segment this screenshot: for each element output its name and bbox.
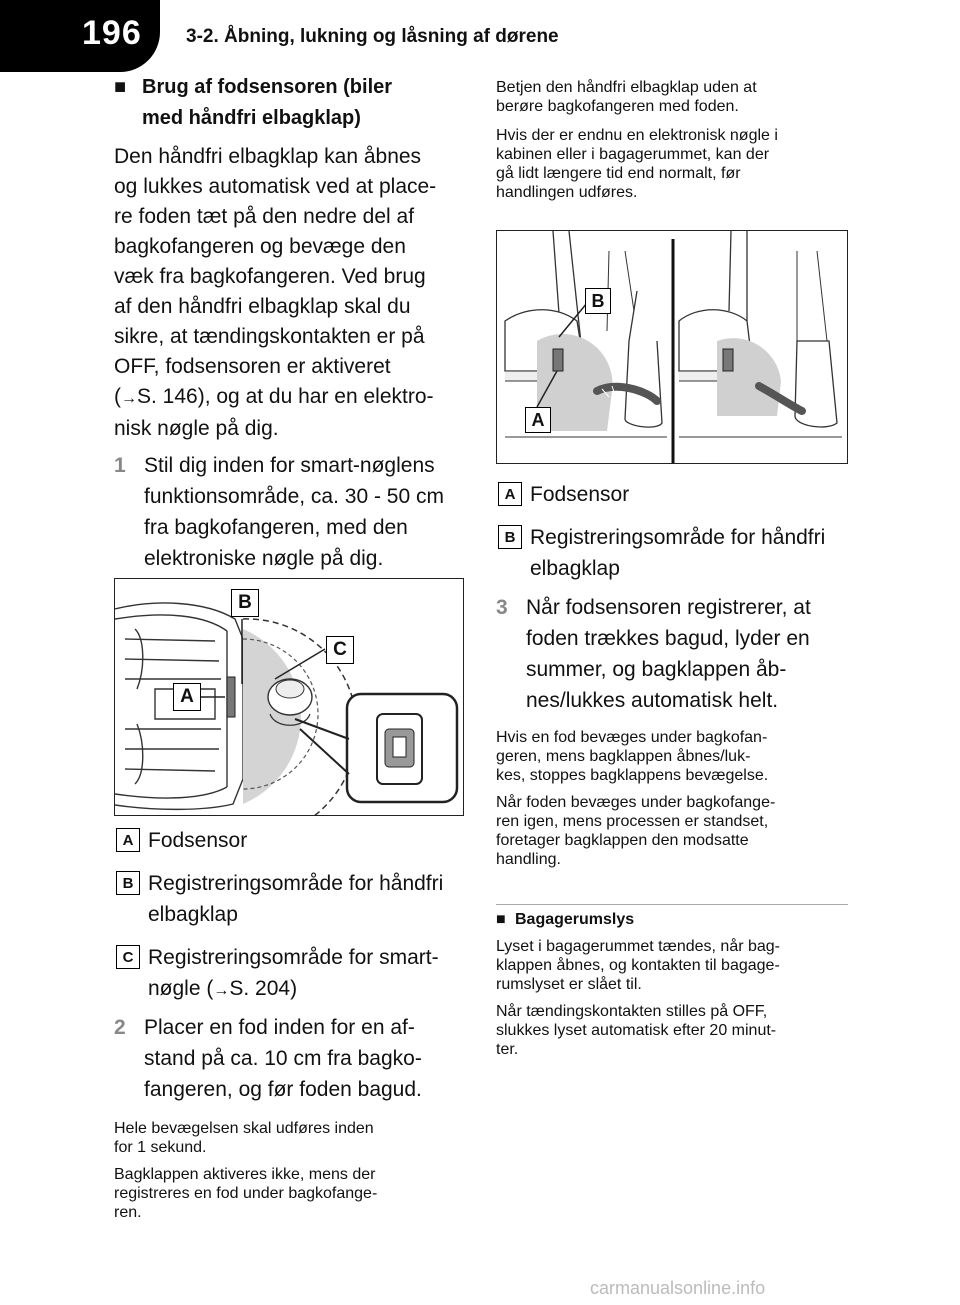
legend-c: C Registreringsområde for smart- nøgle (… — [116, 942, 466, 1006]
note-extra-key: Hvis der er endnu en elektronisk nøgle i… — [496, 127, 778, 201]
legend-a: A Fodsensor — [498, 479, 848, 510]
section-divider — [496, 904, 848, 905]
note-no-touch: Betjen den håndfri elbagklap uden at ber… — [496, 79, 757, 115]
figure-label-b: B — [585, 288, 611, 314]
figure-label-a: A — [173, 683, 201, 711]
note-reverse: Når foden bevæges under bagkofange- ren … — [496, 794, 776, 868]
step-2: 2 Placer en fod inden for en af- stand p… — [114, 1016, 422, 1101]
figure-label-a: A — [525, 407, 551, 433]
arrow-ref-icon: → — [213, 982, 230, 999]
step-1: 1 Stil dig inden for smart-nøglens funkt… — [114, 454, 444, 570]
arrow-ref-icon: → — [121, 390, 137, 407]
legend-b: B Registreringsområde for håndfri elbagk… — [498, 522, 848, 584]
intro-paragraph: Den håndfri elbagklap kan åbnes og lukke… — [114, 145, 437, 440]
note-duration: Hele bevægelsen skal udføres inden for 1… — [114, 1120, 374, 1156]
section-heading: ■ Brug af fodsensoren (biler med håndfri… — [114, 72, 466, 134]
left-column-step2: 2 Placer en fod inden for en af- stand p… — [114, 1012, 466, 1222]
page-number-tab: 196 — [0, 0, 160, 72]
section-header: 3-2. Åbning, lukning og låsning af døren… — [186, 26, 559, 47]
figure-label-c: C — [326, 636, 354, 664]
legend-a: A Fodsensor — [116, 825, 466, 856]
watermark: carmanualsonline.info — [590, 1278, 766, 1298]
legend-b: B Registreringsområde for håndfri elbagk… — [116, 868, 466, 930]
page-number: 196 — [82, 14, 142, 52]
square-bullet-icon: ■ — [114, 76, 127, 98]
right-column-step3: 3 Når fodsensoren registrerer, at foden … — [496, 592, 848, 869]
car-rear-top-view-illustration — [114, 602, 459, 820]
foot-kick-illustration — [504, 230, 842, 463]
subsection-heading: ■ Bagagerumslys — [496, 911, 635, 928]
right-column-top: Betjen den håndfri elbagklap uden at ber… — [496, 78, 848, 202]
foot-sensor-top-view-figure: B C A — [114, 578, 464, 820]
right-legend: A Fodsensor B Registreringsområde for hå… — [498, 479, 848, 584]
note-stop: Hvis en fod bevæges under bagkofan- gere… — [496, 729, 769, 784]
foot-kick-side-view-figure: B A — [496, 230, 848, 464]
note-not-activated: Bagklappen aktiveres ikke, mens der regi… — [114, 1166, 378, 1221]
page-ref-link[interactable]: S. 146), og at du har en elektro- — [137, 385, 434, 408]
note-trunk-light: Lyset i bagagerummet tændes, når bag- kl… — [496, 938, 781, 993]
figure-label-b: B — [231, 589, 259, 617]
square-bullet-icon: ■ — [496, 911, 506, 928]
left-column-bottom: A Fodsensor B Registreringsområde for hå… — [116, 825, 466, 1006]
step-3: 3 Når fodsensoren registrerer, at foden … — [496, 596, 811, 712]
note-auto-off: Når tændingskontakten stilles på OFF, sl… — [496, 1003, 777, 1058]
page-ref-link[interactable]: S. 204) — [229, 977, 298, 1000]
right-column-bottom: ■ Bagagerumslys Lyset i bagagerummet tæn… — [496, 911, 848, 1059]
left-column-top: ■ Brug af fodsensoren (biler med håndfri… — [114, 72, 466, 574]
